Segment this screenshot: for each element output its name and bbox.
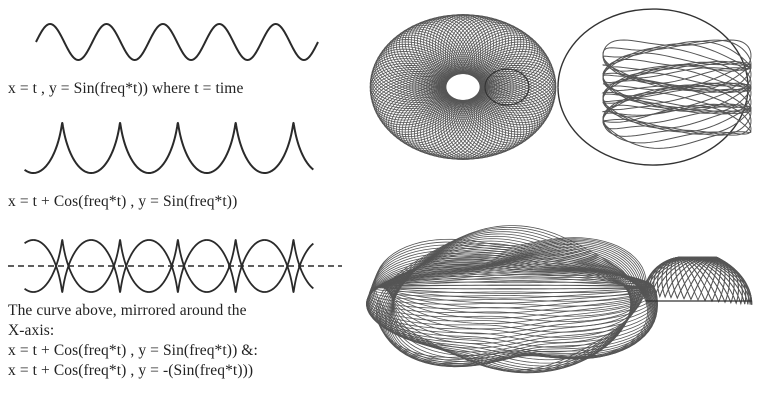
looping-curve	[0, 108, 350, 188]
equations-panel: x = t , y = Sin(freq*t)) where t = time …	[0, 0, 350, 396]
mirrored-looping-curve	[0, 226, 350, 306]
loops-caption: x = t + Cos(freq*t) , y = Sin(freq*t))	[8, 193, 237, 211]
wire-barrel-sculpture	[597, 38, 757, 148]
loop-curve-line	[25, 123, 314, 173]
barrel-wire	[603, 104, 751, 143]
sine-caption: x = t , y = Sin(freq*t)) where t = time	[8, 80, 243, 98]
mirror-caption-line1: The curve above, mirrored around the	[8, 302, 247, 320]
mirror-caption-line3: x = t + Cos(freq*t) , y = Sin(freq*t)) &…	[8, 342, 258, 360]
wire-blob-sculpture	[390, 205, 635, 390]
wire-dome-sculpture	[640, 205, 755, 305]
mirror-caption-line2: X-axis:	[8, 322, 54, 340]
sine-wave-curve	[0, 0, 350, 80]
sine-curve-line	[36, 24, 318, 60]
wire-sculptures-panel	[355, 0, 759, 396]
mirror-caption-line4: x = t + Cos(freq*t) , y = -(Sin(freq*t))…	[8, 362, 253, 380]
wire-torus-sculpture	[363, 2, 563, 172]
